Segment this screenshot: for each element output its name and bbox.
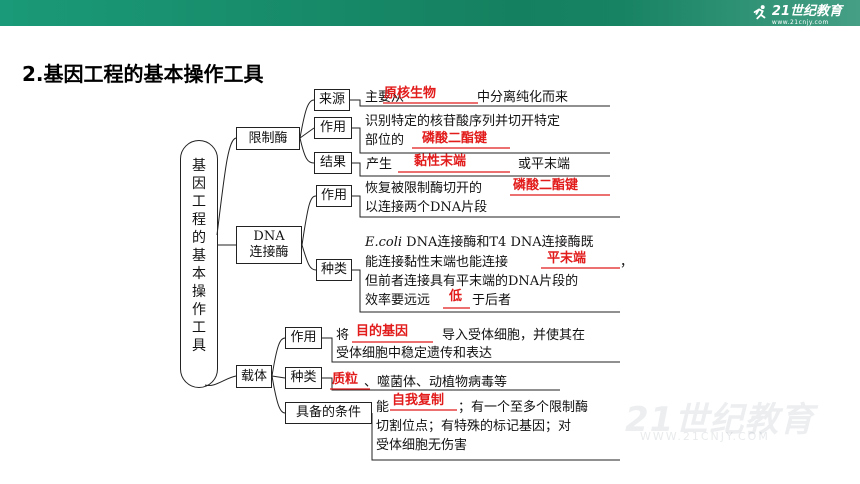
answer-target-gene: 目的基因 — [356, 324, 409, 339]
brand-logo[interactable]: 21世纪教育 www.21cnjy.com — [751, 3, 842, 26]
ligase-types-line2-pre: 能连接黏性末端也能连接 — [365, 255, 509, 270]
watermark-text: 21世纪教育 — [625, 400, 815, 440]
vector-conditions-pre: 能 — [376, 400, 390, 415]
connector-vector-function — [271, 337, 286, 377]
vector-function-line2: 受体细胞中稳定遗传和表达 — [336, 346, 493, 361]
answer-plasmid: 质粒 — [332, 372, 359, 387]
answer-phosphodiester-1: 磷酸二酯键 — [422, 131, 488, 146]
watermark-sub: WWW.21CNJY.COM — [640, 430, 770, 443]
connector-restriction-source — [299, 99, 315, 139]
connector-vector-conditions — [271, 375, 286, 414]
ligase-types-line3: 但前者连接具有平末端的DNA片段的 — [365, 274, 579, 289]
logo-sub: www.21cnjy.com — [771, 19, 829, 26]
connector-root-restriction — [216, 137, 237, 236]
underline-function — [352, 127, 610, 154]
vector-conditions-post: ；有一个至多个限制酶 — [458, 400, 589, 415]
vector-conditions-line2: 切割位点；有特殊的标记基因；对 — [376, 419, 572, 434]
underline-ligase-types — [352, 269, 620, 313]
running-figure-icon — [753, 5, 766, 20]
vector-function-post: 导入受体细胞，并使其在 — [442, 328, 586, 343]
connector-restriction-function — [299, 127, 315, 139]
underline-result — [352, 162, 610, 177]
ligase-types-line1: E.coli DNA连接酶和T4 DNA连接酶既 — [365, 235, 594, 250]
header-bar: 21世纪教育 www.21cnjy.com — [0, 0, 860, 26]
ligase-types-line4-post: 于后者 — [472, 293, 512, 308]
dna-ligase-node: DNA 连接酶 — [236, 226, 302, 264]
result-post: 或平末端 — [518, 157, 571, 172]
root-node — [180, 140, 218, 388]
result-pre: 产生 — [366, 157, 393, 172]
key-vector-conditions: 具备的条件 — [285, 402, 372, 424]
vector-function-pre: 将 — [336, 328, 350, 343]
section-title: 2.基因工程的基本操作工具 — [22, 62, 264, 86]
ligase-types-comma: ， — [620, 255, 634, 270]
key-ligase-function: 作用 — [316, 185, 352, 207]
answer-phosphodiester-2: 磷酸二酯键 — [513, 178, 579, 193]
connector-vector-types — [271, 375, 286, 379]
underline-source — [350, 99, 610, 107]
function-line1: 识别特定的核苷酸序列并切开特定 — [365, 114, 561, 129]
ligase-function-line2: 以连接两个DNA片段 — [365, 200, 488, 215]
ligase-label-line1: DNA — [253, 229, 285, 244]
answer-sticky-end: 黏性末端 — [414, 154, 467, 169]
connector-restriction-result — [299, 137, 315, 164]
restriction-enzyme-node: 限制酶 — [236, 127, 300, 150]
function-pre2: 部位的 — [365, 133, 405, 148]
root-node-label: 基因工程的基本操作工具 — [192, 158, 206, 354]
key-vector-function: 作用 — [285, 327, 322, 349]
underline-vector-conditions — [371, 413, 620, 461]
ligase-types-line4-pre: 效率要远远 — [365, 293, 431, 308]
answer-prokaryote: 原核生物 — [384, 86, 437, 101]
ligase-label-line2: 连接酶 — [249, 245, 289, 260]
vector-conditions-line3: 受体细胞无伤害 — [376, 438, 468, 453]
answer-blunt-end: 平末端 — [547, 251, 587, 266]
source-post: 中分离纯化而来 — [477, 90, 569, 105]
connector-ligase-function — [301, 195, 317, 246]
key-vector-types: 种类 — [285, 367, 322, 389]
source-pre: 主要从 — [365, 90, 405, 105]
answer-low: 低 — [449, 289, 463, 304]
ligase-function-pre: 恢复被限制酶切开的 — [365, 181, 483, 196]
answer-self-replication: 自我复制 — [392, 393, 445, 408]
underline-ligase-function — [352, 195, 620, 218]
vector-node: 载体 — [236, 365, 272, 388]
key-ligase-types: 种类 — [316, 259, 352, 281]
underline-vector-types — [322, 377, 560, 391]
logo-text: 21世纪教育 www.21cnjy.com — [771, 4, 842, 26]
header-shine — [620, 0, 860, 26]
key-function: 作用 — [314, 117, 352, 139]
vector-types-post: 、噬菌体、动植物病毒等 — [364, 375, 508, 390]
connector-ligase-types — [301, 244, 317, 271]
key-source: 来源 — [314, 89, 350, 111]
key-result: 结果 — [314, 152, 352, 174]
underline-vector-function — [322, 337, 620, 363]
